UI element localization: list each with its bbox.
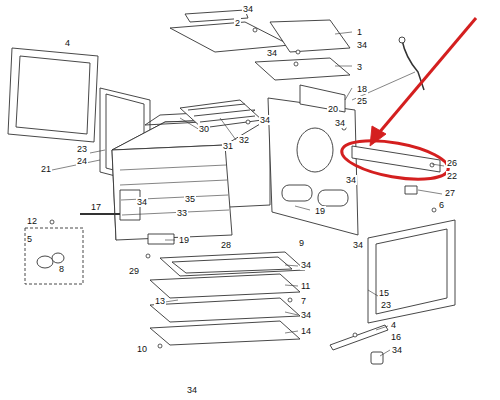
callout-number: 34 [186,385,198,395]
callout-number: 23 [76,144,88,154]
callout-number: 19 [178,235,190,245]
callout-number: 34 [391,345,403,355]
callout-number: 26 [446,158,458,168]
callout-number: 1 [356,27,363,37]
callout-number: 13 [154,296,166,306]
callout-number: 24 [76,156,88,166]
callout-number: 33 [176,208,188,218]
callout-number: 6 [438,200,445,210]
callout-number: 23 [380,300,392,310]
callout-number: 34 [300,310,312,320]
callout-number: 32 [238,135,250,145]
callout-number: 27 [444,188,456,198]
callout-number: 34 [136,197,148,207]
callout-number: 21 [40,164,52,174]
callout-number: 34 [259,115,271,125]
callout-number: 34 [352,240,364,250]
callout-number: 9 [298,238,305,248]
callout-number: 29 [128,266,140,276]
callout-number: 15 [378,288,390,298]
callout-number: 4 [390,320,397,330]
callout-number: 5 [26,234,33,244]
callout-number: 18 [356,84,368,94]
callout-number: 7 [300,296,307,306]
callout-number: 34 [242,4,254,14]
callout-number: 12 [26,216,38,226]
callout-number: 17 [90,202,102,212]
callout-number: 35 [184,194,196,204]
callout-number: 25 [356,96,368,106]
callout-number: 28 [220,240,232,250]
callout-number: 30 [198,124,210,134]
callout-number: 34 [334,118,346,128]
callout-number: 2 [234,18,241,28]
callout-number: 14 [300,326,312,336]
callout-number: 34 [345,175,357,185]
callout-number: 8 [58,264,65,274]
callout-number: 31 [222,141,234,151]
callout-number: 22 [446,171,458,181]
callout-number: 34 [300,260,312,270]
callout-number: 4 [64,38,71,48]
callout-number: 20 [327,104,339,114]
callout-number: 3 [356,62,363,72]
callout-number: 11 [300,281,311,291]
callout-number: 10 [136,344,148,354]
callout-number: 34 [356,40,368,50]
callout-number: 19 [314,206,326,216]
callout-number: 34 [266,48,278,58]
callout-number: 16 [390,332,402,342]
